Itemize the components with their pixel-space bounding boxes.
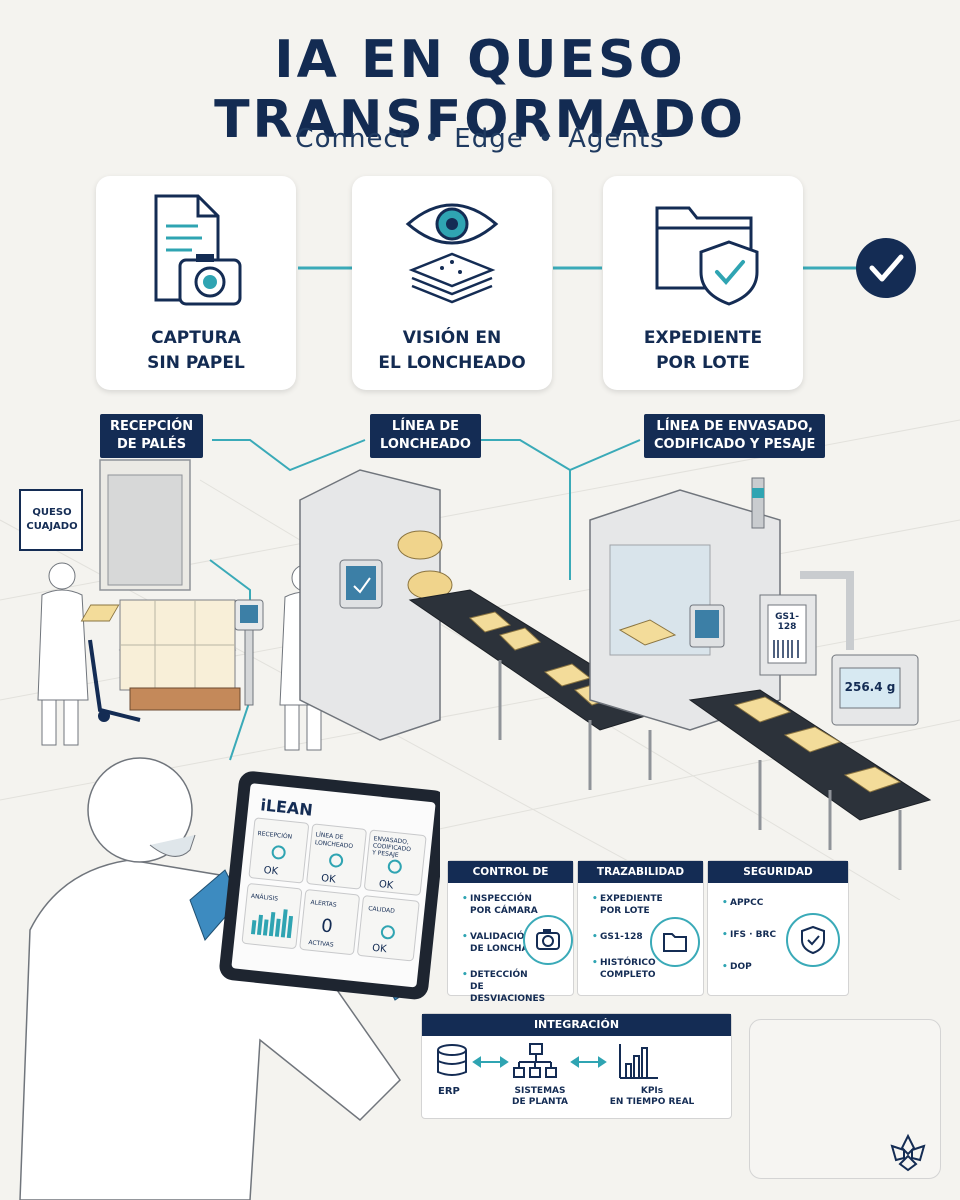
- step-label-line2: EL LONCHEADO: [378, 353, 526, 373]
- zone-tag-line1: LÍNEA DE: [391, 419, 460, 434]
- step-label-line1: CAPTURA: [151, 328, 241, 348]
- tile-label: LONCHEADO: [314, 839, 353, 850]
- bar-chart-icon: [619, 1044, 658, 1079]
- subtitle-separator: •: [537, 124, 555, 154]
- tile-label: ANÁLISIS: [251, 893, 279, 903]
- gs1-label-text: GS1-128: [775, 612, 799, 632]
- tablet-device: iLEAN RECEPCIÓN OK LÍNEA DE LONCHEADO OK…: [219, 771, 440, 1000]
- zone-tag-line2: CODIFICADO Y PESAJE: [654, 437, 816, 452]
- step-card-captura: CAPTURA SIN PAPEL: [96, 176, 296, 390]
- panel-item: GS1-128: [592, 931, 703, 943]
- step-label-line2: POR LOTE: [656, 353, 750, 373]
- integration-erp: ERP: [438, 1086, 460, 1097]
- integration-plant-line1: SISTEMAS: [514, 1086, 566, 1096]
- panel-item: DOP: [722, 961, 848, 973]
- panel-title: SEGURIDAD ALIMENTARIA: [708, 861, 848, 900]
- tile-status: OK: [378, 879, 394, 891]
- zone-tag-line2: DE PALÉS: [117, 437, 187, 452]
- check-circle-icon: [856, 238, 916, 298]
- subtitle-edge: Edge: [454, 124, 524, 154]
- panel-item: EXPEDIENTE POR LOTE: [592, 893, 663, 917]
- step-card-vision: VISIÓN EN EL LONCHEADO: [352, 176, 552, 390]
- folder-shield-icon: [655, 206, 759, 306]
- tile-label: RECEPCIÓN: [257, 830, 292, 841]
- subtitle-connect: Connect: [295, 124, 410, 154]
- factory-scene: [0, 419, 960, 900]
- panel-title: INTEGRACIÓN: [422, 1014, 731, 1036]
- scale-reading: 256.4 g: [844, 680, 896, 694]
- zone-tag-line1: RECEPCIÓN: [110, 419, 194, 434]
- org-chart-icon: [513, 1043, 557, 1078]
- alerts-count: 0: [320, 915, 334, 937]
- panel-item: HISTÓRICO COMPLETO: [592, 957, 660, 981]
- tile-label: CALIDAD: [368, 905, 396, 915]
- integration-kpi-line2: EN TIEMPO REAL: [609, 1097, 695, 1107]
- step-label-line1: VISIÓN EN: [402, 328, 502, 348]
- panel-item: APPCC: [722, 897, 848, 909]
- panel-seguridad-alimentaria: SEGURIDAD ALIMENTARIA APPCC IFS · BRC DO…: [707, 860, 849, 996]
- tile-sub: ACTIVAS: [308, 939, 334, 949]
- tile-status: OK: [372, 943, 388, 955]
- tile-label: CODIFICADO: [372, 842, 411, 853]
- worker-reception: [37, 562, 89, 746]
- eye-slices-icon: [405, 203, 499, 304]
- camera-icon: [523, 915, 573, 965]
- sync-arrows-icon: [472, 1056, 607, 1068]
- door-sign-line1: QUESO: [32, 507, 72, 518]
- zone-tag-recepcion: RECEPCIÓN DE PALÉS: [100, 414, 204, 458]
- worker-with-tablet: iLEAN RECEPCIÓN OK LÍNEA DE LONCHEADO OK…: [19, 757, 440, 1200]
- zone-tag-line1: LÍNEA DE ENVASADO,: [656, 419, 813, 434]
- page-title: IA EN QUESO TRANSFORMADO: [214, 30, 746, 150]
- panel-item: INSPECCIÓN POR CÁMARA: [462, 893, 540, 917]
- database-icon: [437, 1044, 467, 1076]
- tile-label: LÍNEA DE: [315, 831, 344, 841]
- tile-status: OK: [263, 865, 279, 877]
- integration-plant-line2: DE PLANTA: [512, 1097, 568, 1107]
- step-label-line1: EXPEDIENTE: [643, 328, 763, 348]
- tile-label: ALERTAS: [310, 899, 337, 909]
- folder-icon: [650, 917, 700, 967]
- shield-check-icon: [786, 913, 840, 967]
- panel-control-calidad: CONTROL DE CALIDAD INSPECCIÓN POR CÁMARA…: [447, 860, 574, 1004]
- subtitle-agents: Agents: [568, 124, 665, 154]
- door-sign-line2: CUAJADO: [26, 521, 78, 532]
- integration-diagram: [437, 1043, 658, 1079]
- panel-title: CONTROL DE CALIDAD: [448, 861, 573, 900]
- door-sign-text: QUESO CUAJADO: [24, 506, 80, 534]
- document-camera-icon: [154, 194, 242, 306]
- brand-logo-icon: [890, 1133, 926, 1172]
- subtitle-separator: •: [423, 124, 441, 154]
- tile-status: OK: [321, 873, 337, 885]
- tile-label: Y PESAJE: [371, 849, 399, 859]
- step-card-expediente: EXPEDIENTE POR LOTE: [603, 176, 803, 390]
- subtitle: Connect • Edge • Agents: [0, 124, 960, 154]
- panel-title: TRAZABILIDAD: [578, 861, 703, 883]
- step-label-line2: SIN PAPEL: [147, 353, 245, 373]
- logo-card: [749, 1019, 941, 1179]
- integration-kpi-line1: KPIs: [640, 1086, 664, 1096]
- zone-tag-loncheado: LÍNEA DE LONCHEADO: [370, 414, 481, 458]
- card-connectors: [298, 238, 916, 298]
- zone-tag-envasado: LÍNEA DE ENVASADO, CODIFICADO Y PESAJE: [644, 414, 826, 458]
- door-sign: [19, 489, 83, 551]
- zone-tag-line2: LONCHEADO: [380, 437, 471, 452]
- tile-label: ENVASADO,: [373, 835, 409, 846]
- panel-item: VALIDACIÓN DE LONCHAS: [462, 931, 540, 955]
- panel-item: DETECCIÓN DE DESVIACIONES: [462, 969, 545, 1005]
- panel-trazabilidad: TRAZABILIDAD EXPEDIENTE POR LOTE GS1-128…: [577, 860, 704, 996]
- panel-item: IFS · BRC: [722, 929, 848, 941]
